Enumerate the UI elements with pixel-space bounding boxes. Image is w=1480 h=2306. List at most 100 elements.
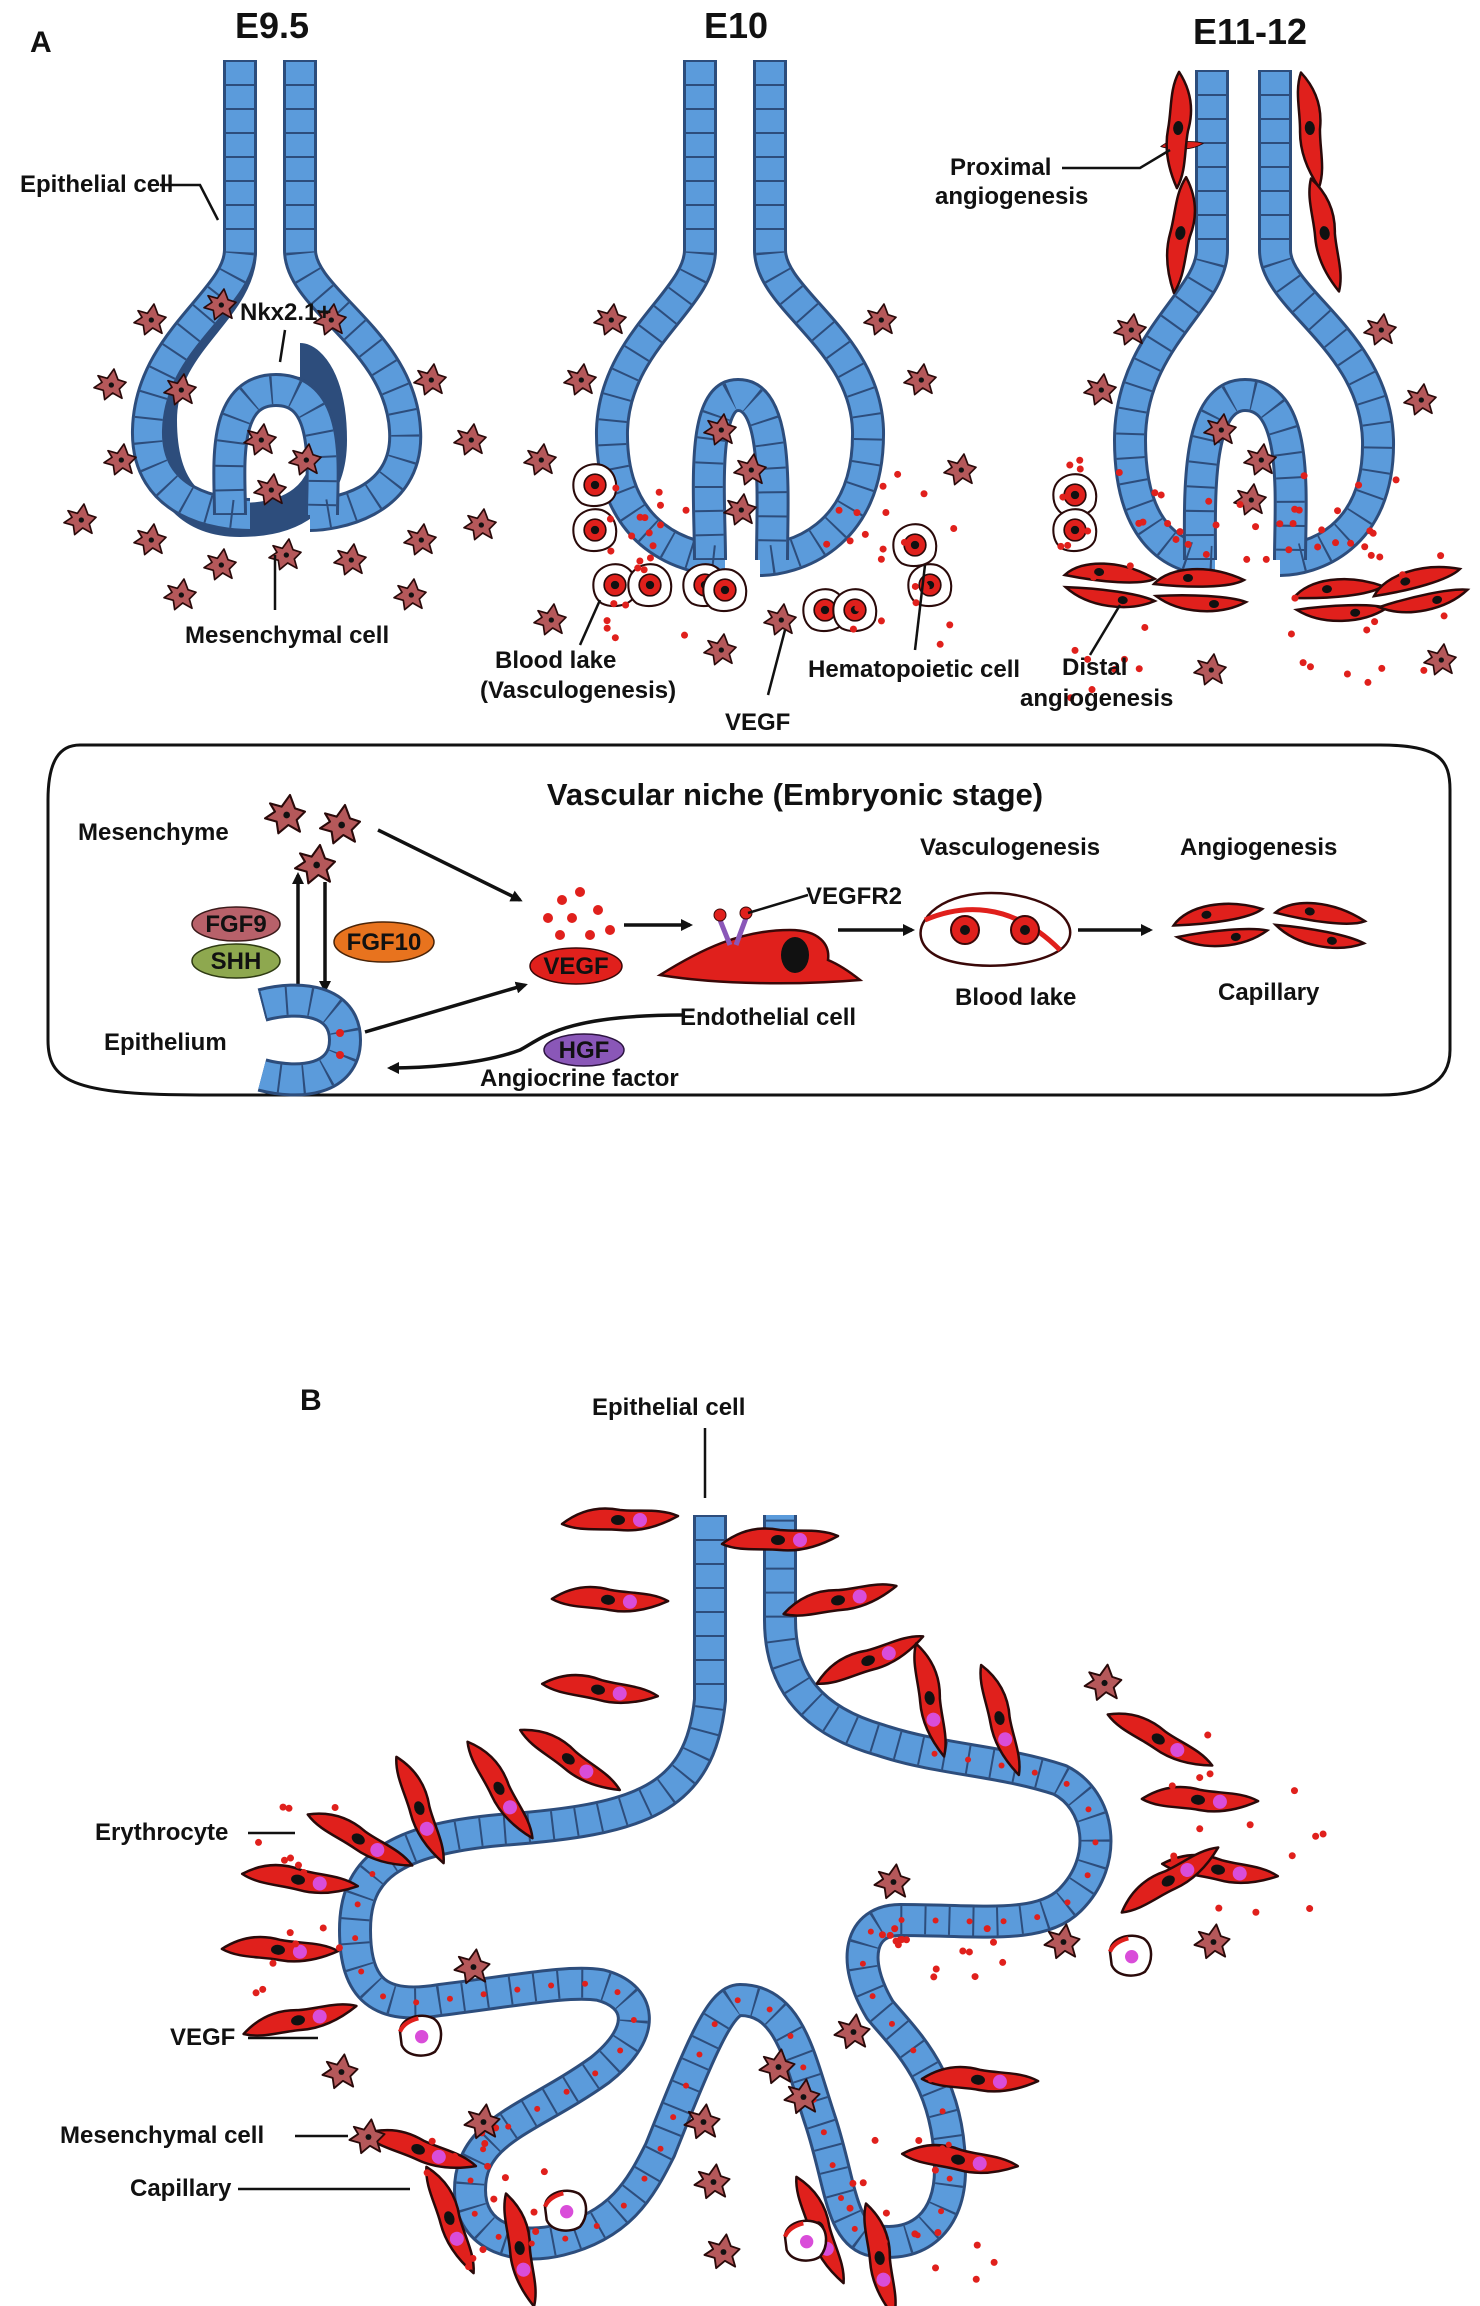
pill-fgf9-label: FGF9 <box>205 911 266 938</box>
vegf-dot <box>877 555 885 563</box>
label-distal-1: Distal <box>1062 654 1127 681</box>
niche-endothelial-cell <box>656 906 864 985</box>
vegf-dot <box>1347 539 1355 547</box>
vegf-dot <box>920 2149 928 2157</box>
vegf-dot <box>1076 465 1084 473</box>
vegf-dot <box>1162 1742 1170 1750</box>
vegf-dot <box>335 1944 343 1952</box>
vegf-dot <box>931 2166 939 2174</box>
vegf-dot <box>281 1856 289 1864</box>
erythrocyte <box>926 1712 941 1727</box>
vegf-dot <box>630 2016 637 2023</box>
vegf-dot <box>1246 1821 1254 1829</box>
vegf-dot <box>1262 555 1270 563</box>
vegf-dot <box>1120 655 1128 663</box>
vegf-dot <box>1031 1769 1038 1776</box>
vegf-dot <box>920 490 928 498</box>
vegf-dot <box>484 2162 492 2170</box>
label-nkx21: Nkx2.1+ <box>240 299 331 326</box>
capillary-strand <box>550 1582 671 1617</box>
vegf-dot <box>490 2195 498 2203</box>
vegf-dot <box>1334 507 1342 515</box>
vegf-dot <box>563 2088 570 2095</box>
vegf-dot <box>1126 569 1134 577</box>
vegf-dot <box>936 640 944 648</box>
vegf-dot <box>950 524 958 532</box>
vegf-dot <box>1063 1780 1070 1787</box>
vegf-dot <box>1236 501 1244 509</box>
vegf-dot <box>522 2255 530 2263</box>
capillary-strand <box>239 1997 361 2042</box>
vegf-dot <box>1204 1731 1212 1739</box>
capillary-strand <box>908 1639 953 1761</box>
label-capillary-b: Capillary <box>130 2175 232 2202</box>
vegf-dot <box>469 2254 477 2262</box>
vegf-dot <box>620 2202 627 2209</box>
vegf-dot <box>829 2162 836 2169</box>
vegf-dot <box>592 2070 599 2077</box>
vegf-dot <box>285 1804 293 1812</box>
vegf-dot <box>1288 1852 1296 1860</box>
vegf-dot <box>1285 546 1293 554</box>
vegf-dot <box>846 537 854 545</box>
vegf-dot <box>820 2129 827 2136</box>
vegf-dot <box>823 540 831 548</box>
vegf-dot <box>471 2210 478 2217</box>
erythrocyte <box>1212 1794 1227 1809</box>
vegf-dot <box>910 2047 917 2054</box>
vegf-dot <box>800 2064 807 2071</box>
vegf-dot <box>607 547 615 555</box>
vegf-dot <box>532 2227 540 2235</box>
vegf-dot <box>1287 630 1295 638</box>
vegf-dot <box>501 2174 509 2182</box>
capillary-strand <box>419 2160 482 2280</box>
label-epithelial-cell-a: Epithelial cell <box>20 171 173 198</box>
erythrocyte <box>419 1821 434 1836</box>
pill-hgf-label: HGF <box>559 1037 610 1064</box>
capillary-strand <box>1112 1839 1227 1920</box>
vegf-dot <box>931 1750 938 1757</box>
vegf-dot <box>645 529 653 537</box>
pill-fgf10: FGF10 <box>333 921 435 963</box>
label-erythrocyte: Erythrocyte <box>95 1819 228 1846</box>
vegf-dot <box>640 566 648 574</box>
vegf-dot <box>1141 623 1149 631</box>
vegf-dot <box>670 2114 677 2121</box>
vegf-dot <box>1205 497 1213 505</box>
vegf-dot <box>1202 550 1210 558</box>
vegf-dot <box>269 1959 277 1967</box>
vegf-dot <box>1064 1899 1071 1906</box>
vegf-dot <box>1066 461 1074 469</box>
vegf-dot <box>1000 1918 1007 1925</box>
vegf-dot <box>938 2208 945 2215</box>
vegf-dot <box>867 1928 874 1935</box>
vegf-dot <box>881 2238 888 2245</box>
vegf-dot <box>1176 528 1184 536</box>
vegf-dot <box>973 2241 981 2249</box>
leader-proximal <box>1062 148 1171 170</box>
vegf-dot <box>1392 476 1400 484</box>
vegf-dot <box>939 2108 946 2115</box>
vegf-dot <box>606 515 614 523</box>
leader-vegf-a <box>766 629 787 696</box>
pill-shh-label: SHH <box>211 948 262 975</box>
vegf-dot <box>548 1982 555 1989</box>
vegf-dot <box>849 625 857 633</box>
vegf-dot <box>972 2275 980 2283</box>
vegf-dot <box>911 582 919 590</box>
vegf-dot <box>505 2123 512 2130</box>
erythrocyte <box>449 2231 464 2246</box>
vegf-dot <box>1212 521 1220 529</box>
vegf-dot <box>1252 523 1260 531</box>
vegf-dot <box>259 1985 267 1993</box>
vegf-dot <box>882 2209 890 2217</box>
vegf-dot <box>336 1823 344 1831</box>
vegf-dot <box>1172 535 1180 543</box>
niche-label-mesenchyme: Mesenchyme <box>78 819 229 846</box>
pill-shh: SHH <box>191 943 281 979</box>
vegf-dot <box>286 1929 294 1937</box>
erythrocyte <box>793 1533 807 1547</box>
leader-vegfr2 <box>747 893 809 915</box>
vegf-dot <box>927 2076 934 2083</box>
capillary-strand <box>360 2118 480 2181</box>
